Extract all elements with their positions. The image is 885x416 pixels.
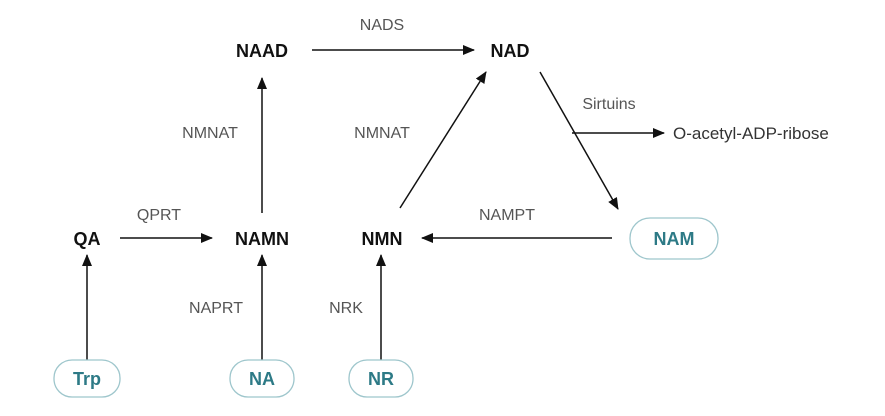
enzyme-sirtuins: Sirtuins bbox=[582, 96, 635, 113]
precursor-na: NA bbox=[229, 359, 295, 398]
precursor-nam: NAM bbox=[629, 217, 719, 260]
enzyme-nads: NADS bbox=[360, 17, 404, 34]
enzyme-naprt: NAPRT bbox=[189, 300, 243, 317]
precursor-nam-label: NAM bbox=[654, 229, 695, 249]
node-nad: NAD bbox=[491, 41, 530, 61]
precursor-na-label: NA bbox=[249, 369, 275, 389]
precursor-nr-label: NR bbox=[368, 369, 394, 389]
enzyme-nmnat-right: NMNAT bbox=[354, 125, 410, 142]
precursor-trp-label: Trp bbox=[73, 369, 101, 389]
arrow-nmn-to-nad bbox=[399, 71, 487, 209]
node-o-acetyl-adp-ribose: O-acetyl-ADP-ribose bbox=[673, 124, 829, 143]
enzyme-nmnat-left: NMNAT bbox=[182, 125, 238, 142]
node-namn: NAMN bbox=[235, 229, 289, 249]
enzyme-qprt: QPRT bbox=[137, 207, 181, 224]
precursor-trp: Trp bbox=[53, 359, 121, 398]
enzyme-nampt: NAMPT bbox=[479, 207, 535, 224]
node-qa: QA bbox=[74, 229, 101, 249]
node-naad: NAAD bbox=[236, 41, 288, 61]
arrow-nad-to-nam bbox=[539, 71, 619, 210]
enzyme-nrk: NRK bbox=[329, 300, 363, 317]
precursor-nr: NR bbox=[348, 359, 414, 398]
node-nmn: NMN bbox=[362, 229, 403, 249]
